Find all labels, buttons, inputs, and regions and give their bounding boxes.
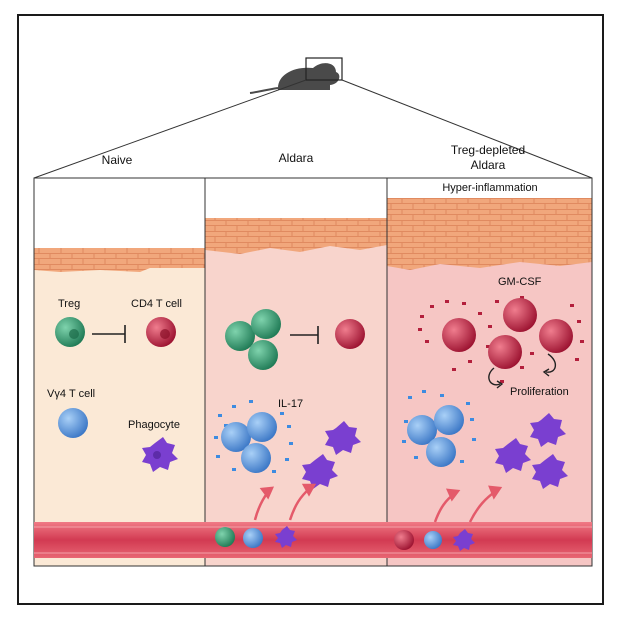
gmcsf-dots [418, 296, 584, 383]
vg4-cluster-depleted [407, 405, 464, 467]
vg4-cell [58, 408, 88, 438]
migration-arrows-aldara [253, 483, 317, 521]
inhibition-arrow-aldara [290, 326, 319, 344]
vessel-cd4 [394, 530, 414, 550]
cd4-proliferating [442, 298, 573, 369]
treg-cluster [225, 309, 281, 370]
gmcsf-label: GM-CSF [498, 276, 542, 288]
naive-title: Naive [101, 153, 133, 167]
panels-border [33, 177, 593, 567]
aldara-title: Aldara [278, 151, 314, 165]
proliferation-label: Proliferation [510, 386, 569, 398]
il17-dots [214, 400, 293, 473]
migration-arrows-depleted [433, 485, 503, 523]
proliferation-arrows [488, 353, 556, 389]
vessel-vg4-depleted [424, 531, 442, 549]
vessel-phagocyte [275, 526, 297, 548]
zoom-line-left [33, 79, 307, 179]
il17-label: IL-17 [278, 398, 304, 410]
phagocyte-aldara-2 [302, 454, 338, 489]
phagocyte-depleted-3 [532, 454, 568, 489]
vessel-vg4 [243, 528, 263, 548]
vg4-label: Vγ4 T cell [47, 388, 96, 400]
treg-cell [55, 317, 85, 347]
inhibition-arrow [92, 325, 126, 343]
phagocyte-depleted-2 [495, 438, 531, 473]
hyper-inflammation-label: Hyper-inflammation [442, 182, 538, 194]
phagocyte-aldara-1 [325, 421, 361, 455]
treg-label: Treg [58, 298, 81, 310]
treg-depleted-title-2: Aldara [470, 158, 506, 172]
vessel-phagocyte-depleted [453, 529, 475, 551]
phagocyte-label: Phagocyte [128, 419, 180, 431]
cd4-label: CD4 T cell [131, 298, 182, 310]
epidermis [34, 198, 592, 272]
vessel-treg [215, 527, 235, 547]
mouse-icon [249, 63, 340, 94]
blood-vessel [34, 522, 592, 558]
zoom-box [305, 57, 343, 81]
treg-depleted-title-1: Treg-depleted [450, 143, 526, 157]
phagocyte-depleted-1 [530, 413, 566, 447]
il17-dots-depleted [402, 390, 476, 463]
zoom-line-right [341, 79, 593, 179]
cd4-cell [146, 317, 176, 347]
cd4-cell-aldara [335, 319, 365, 349]
vg4-cluster [221, 412, 277, 473]
